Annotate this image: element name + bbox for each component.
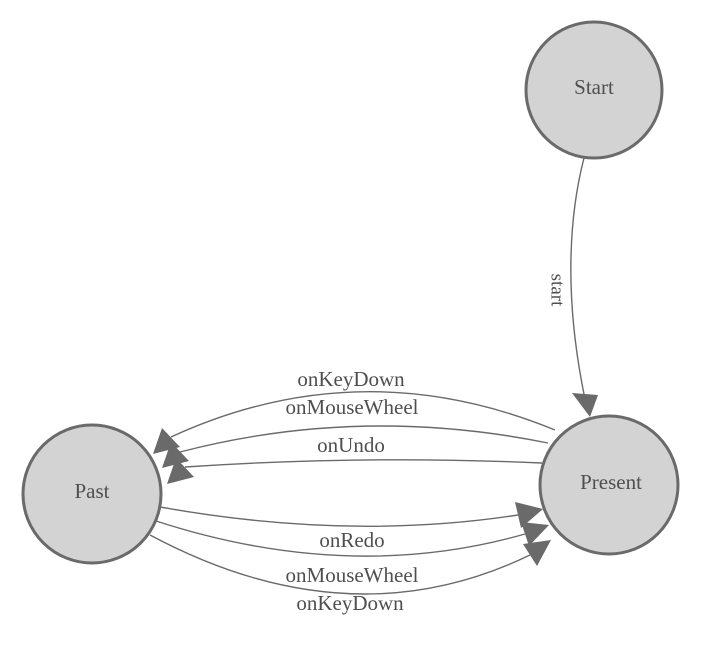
edge-label-onundo: onUndo — [317, 433, 385, 457]
edge-line — [184, 459, 543, 468]
edge-label-onredo: onRedo — [319, 528, 384, 552]
edge-line — [159, 506, 519, 527]
edge-label-onkeydown-bottom: onKeyDown — [296, 591, 404, 615]
state-node-start[interactable]: Start — [524, 20, 664, 160]
state-node-past[interactable]: Past — [21, 423, 163, 565]
node-circle-start[interactable] — [524, 20, 664, 160]
edge-past-to-present-onmousewheel: onMouseWheel — [155, 520, 549, 587]
edge-label-start: start — [547, 274, 568, 307]
node-circle-past[interactable] — [21, 423, 163, 565]
edge-line — [170, 390, 556, 438]
arrowhead-icon — [515, 502, 543, 528]
arrowhead-icon — [572, 393, 598, 417]
edge-label-onkeydown-top: onKeyDown — [297, 367, 405, 391]
node-label-start: Start — [574, 75, 614, 99]
edge-past-to-present-onkeydown: onKeyDown — [149, 534, 551, 615]
edge-line — [155, 520, 526, 557]
state-node-present[interactable]: Present — [538, 414, 680, 556]
edge-line — [149, 534, 531, 595]
arrowhead-icon — [523, 540, 551, 566]
edge-present-to-past-onundo: onUndo — [167, 433, 543, 484]
edge-line — [570, 157, 585, 395]
edge-past-to-present-onredo: onRedo — [159, 502, 543, 552]
arrowhead-icon — [521, 522, 549, 546]
node-label-present: Present — [580, 470, 642, 494]
arrowhead-icon — [162, 442, 189, 468]
edge-present-to-past-onmousewheel: onMouseWheel — [162, 395, 549, 468]
edge-label-onmousewheel-bottom: onMouseWheel — [286, 563, 419, 587]
node-label-past: Past — [74, 479, 109, 503]
node-circle-present[interactable] — [538, 414, 680, 556]
arrowhead-icon — [167, 458, 194, 484]
edge-start-to-present: start — [547, 157, 598, 417]
edge-line — [179, 425, 549, 453]
edge-label-onmousewheel-top: onMouseWheel — [286, 395, 419, 419]
